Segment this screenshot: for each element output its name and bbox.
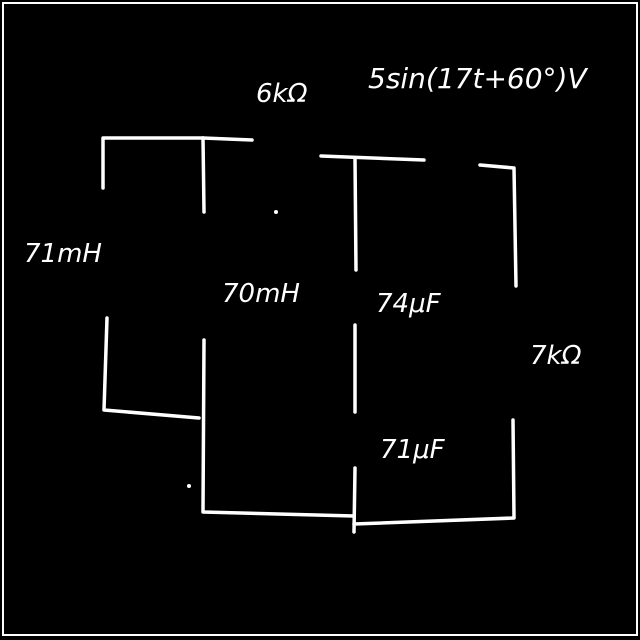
stray-dot	[187, 484, 191, 488]
capacitor-71uf-label: 71μF	[380, 435, 446, 465]
stray-dot	[274, 210, 278, 214]
wire-right-lower	[352, 418, 516, 526]
wire-left-bottom	[102, 316, 201, 420]
wire-left-top	[101, 136, 205, 190]
wire-right-top	[478, 163, 518, 288]
resistor-6k-label: 6kΩ	[256, 79, 308, 109]
wire-top-to-resistor	[201, 136, 254, 142]
wire-top-right	[319, 154, 426, 162]
capacitor-74uf-label: 74μF	[376, 289, 442, 319]
wire-cap-lower	[352, 466, 357, 534]
inductor-70mh-label: 70mH	[222, 279, 300, 309]
resistor-7k-label: 7kΩ	[530, 341, 582, 371]
wire-mid-lower	[201, 338, 356, 518]
inductor-71mh-label: 71mH	[24, 239, 102, 269]
wire-cap-upper	[353, 156, 358, 272]
wire-mid-upper	[201, 136, 206, 214]
voltage-source-label: 5sin(17t+60°)V	[368, 62, 588, 95]
